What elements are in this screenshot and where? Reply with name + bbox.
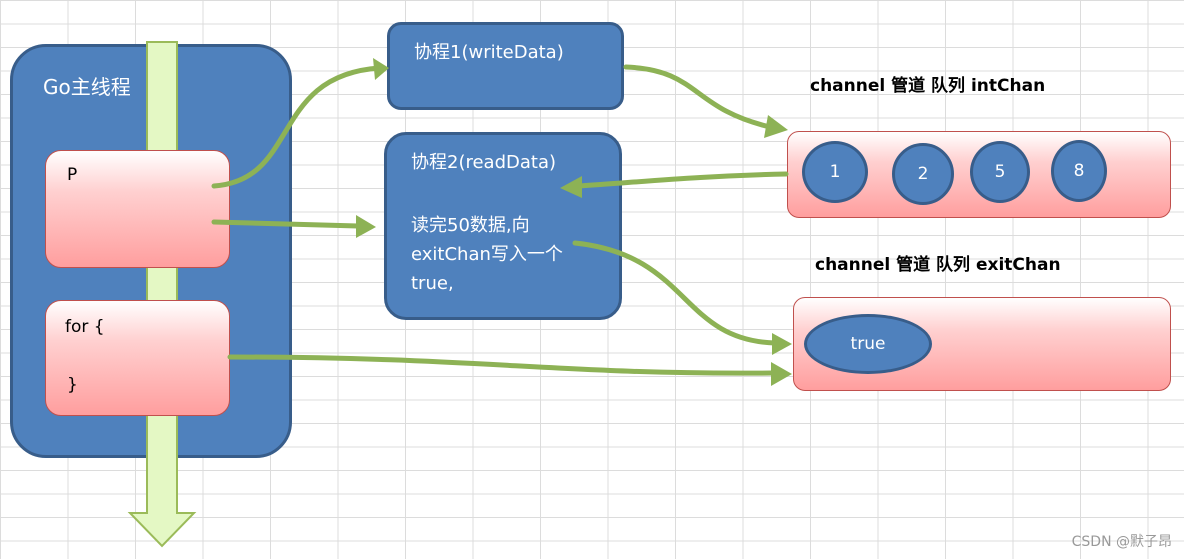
- arrow-intchan-to-read: [575, 171, 789, 189]
- arrowhead-for-to-exitchan: [771, 362, 792, 386]
- int-chan-title: channel 管道 队列 intChan: [810, 76, 1046, 96]
- exit-chan-queue: true: [793, 297, 1171, 391]
- coroutine-write-title: 协程1(writeData): [414, 42, 564, 63]
- int-chan-item: 8: [1051, 140, 1107, 202]
- p-box: P: [45, 150, 230, 268]
- arrow-write-to-intchan: [623, 64, 773, 130]
- arrowhead-intchan-to-read: [560, 176, 582, 198]
- int-chan-queue: 1 2 5 8: [787, 131, 1171, 218]
- coroutine-read-title: 协程2(readData): [411, 152, 557, 173]
- exit-chan-title: channel 管道 队列 exitChan: [815, 255, 1061, 275]
- arrowhead-p-to-read: [356, 215, 376, 238]
- coroutine-read-desc-line3: true,: [411, 273, 454, 294]
- coroutine-read-desc-line1: 读完50数据,向: [411, 215, 530, 236]
- int-chan-item: 1: [802, 141, 868, 203]
- arrow-read-to-exitchan: [572, 240, 778, 346]
- arrow-p-to-read: [211, 219, 361, 229]
- for-open-label: for {: [65, 317, 105, 337]
- coroutine-read-box: 协程2(readData) 读完50数据,向 exitChan写入一个 true…: [384, 132, 622, 320]
- arrow-p-to-write: [211, 65, 383, 189]
- csdn-watermark: CSDN @默子昂: [1071, 534, 1172, 550]
- coroutine-read-desc-line2: exitChan写入一个: [411, 244, 563, 265]
- main-thread-title: Go主线程: [43, 75, 131, 99]
- p-label: P: [67, 165, 78, 185]
- for-loop-box: for { }: [45, 300, 230, 416]
- int-chan-item: 2: [892, 143, 954, 205]
- arrowhead-read-to-exitchan: [772, 333, 792, 355]
- arrowhead-write-to-intchan: [764, 115, 788, 138]
- int-chan-item: 5: [970, 141, 1030, 203]
- for-close-label: }: [67, 375, 78, 395]
- coroutine-write-box: 协程1(writeData): [387, 22, 624, 110]
- coroutine-read-desc: 读完50数据,向 exitChan写入一个 true,: [411, 211, 611, 298]
- exit-chan-item: true: [804, 314, 932, 374]
- main-timeline-arrow: [127, 41, 197, 548]
- arrow-for-to-exitchan: [227, 354, 775, 376]
- arrowhead-p-to-write: [373, 58, 389, 80]
